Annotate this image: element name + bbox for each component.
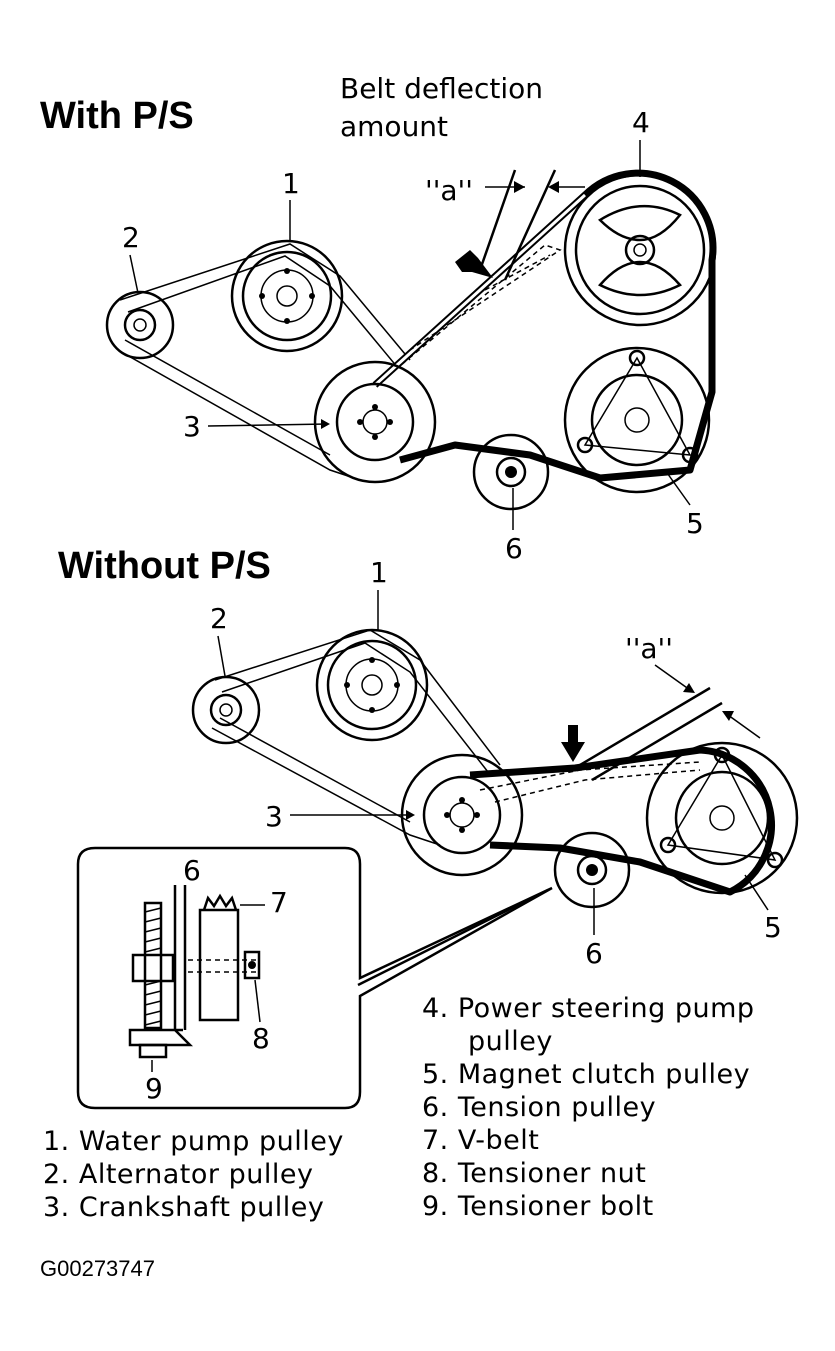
- belt-route-with-ps: [117, 169, 717, 482]
- parts-legend: 1. Water pump pulley 2. Alternator pulle…: [43, 993, 755, 1223]
- title-with-ps: With P/S: [40, 95, 194, 137]
- callout-5-top: 5: [686, 507, 704, 540]
- legend-item-5: 5. Magnet clutch pulley: [422, 1059, 750, 1090]
- tension-pulley-bottom: [553, 831, 631, 909]
- legend-item-2: 2. Alternator pulley: [43, 1159, 313, 1190]
- callout-4-top: 4: [632, 106, 650, 139]
- callout-8-inset: 8: [252, 1022, 270, 1055]
- deflection-label-line2: amount: [340, 110, 448, 143]
- water-pump-pulley-top: [230, 239, 344, 353]
- alternator-pulley-bottom: [191, 675, 261, 745]
- magnet-clutch-pulley-top: [563, 346, 711, 494]
- callout-1-top: 1: [282, 167, 300, 200]
- water-pump-pulley-bottom: [315, 628, 429, 742]
- tension-pulley-top: [472, 433, 550, 511]
- crankshaft-pulley-top: [313, 360, 437, 484]
- legend-item-4: 4. Power steering pump: [422, 993, 755, 1024]
- callout-2-bottom: 2: [210, 602, 228, 635]
- callout-5-bottom: 5: [764, 911, 782, 944]
- callout-3-bottom: 3: [265, 800, 283, 833]
- legend-item-7: 7. V-belt: [422, 1125, 539, 1156]
- title-without-ps: Without P/S: [58, 545, 271, 587]
- belt-route-without-ps: [211, 629, 775, 896]
- alternator-pulley-top: [105, 290, 175, 360]
- legend-item-1: 1. Water pump pulley: [43, 1126, 344, 1157]
- deflection-label-line1: Belt deflection: [340, 72, 543, 105]
- tensioner-inset: [76, 846, 553, 1110]
- callout-7-inset: 7: [270, 886, 288, 919]
- legend-item-8: 8. Tensioner nut: [422, 1158, 646, 1189]
- callout-3-top: 3: [183, 410, 201, 443]
- callout-9-inset: 9: [145, 1072, 163, 1105]
- legend-item-3: 3. Crankshaft pulley: [43, 1192, 324, 1223]
- callout-6-bottom: 6: [585, 937, 603, 970]
- figure-code: G00273747: [40, 1256, 155, 1281]
- callout-2-top: 2: [122, 221, 140, 254]
- deflection-marker-a-top: ''a'': [425, 174, 473, 207]
- legend-item-4-cont: pulley: [468, 1026, 553, 1057]
- legend-item-9: 9. Tensioner bolt: [422, 1191, 654, 1222]
- callout-1-bottom: 1: [370, 556, 388, 589]
- legend-item-6: 6. Tension pulley: [422, 1092, 656, 1123]
- deflection-marker-a-bottom: ''a'': [625, 632, 673, 665]
- magnet-clutch-pulley-bottom: [645, 741, 799, 895]
- power-steering-pump-pulley: [563, 173, 717, 327]
- callout-6-inset: 6: [183, 854, 201, 887]
- callout-6-top: 6: [505, 532, 523, 565]
- crankshaft-pulley-bottom: [400, 753, 524, 877]
